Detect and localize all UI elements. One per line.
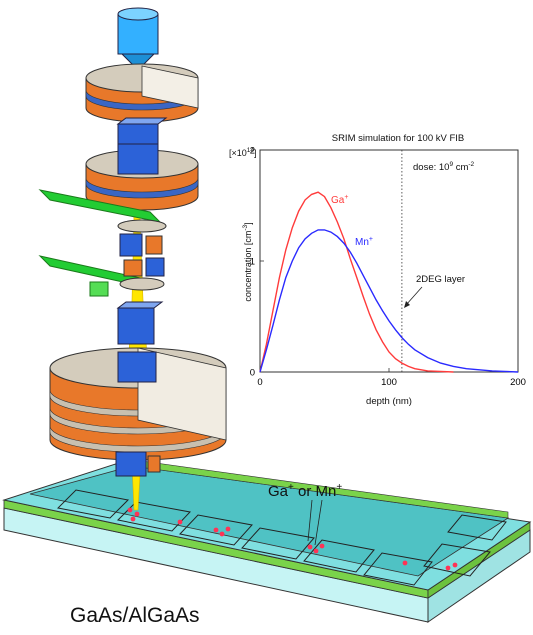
ion-pointer-line	[314, 499, 323, 546]
mass-filter-block	[123, 259, 143, 277]
second-lens-band	[85, 177, 199, 199]
final-lens-block	[147, 455, 161, 473]
y-tick-label: 1	[250, 257, 255, 268]
condenser-lens-cutout	[141, 65, 199, 109]
mn-series-label: Mn+	[355, 236, 373, 248]
mass-filter-disc-lower	[119, 277, 165, 291]
device-window	[363, 552, 433, 586]
y-axis-label-sup: -3	[242, 224, 249, 230]
implant-dot	[134, 511, 140, 517]
device-window	[241, 527, 315, 560]
second-lens	[85, 143, 199, 211]
fib-column	[38, 7, 227, 511]
second-lens-deflector	[117, 143, 159, 175]
ion-source	[117, 7, 159, 71]
device-window	[56, 489, 130, 519]
ion-source-tip	[120, 53, 156, 71]
scan-deflector-top	[116, 301, 164, 309]
device-window	[423, 543, 491, 577]
ion-label-or-mn: or Mn	[294, 483, 337, 500]
objective-lens	[49, 347, 227, 461]
implant-dots	[127, 507, 458, 571]
implant-dot	[127, 507, 133, 513]
2deg-layer-label: 2DEG layer	[416, 274, 465, 285]
mass-filter-disc-upper	[117, 219, 167, 233]
implant-dot	[225, 526, 231, 532]
implant-dot	[445, 565, 451, 571]
implant-dot	[452, 562, 458, 568]
mass-filter-block	[119, 233, 143, 257]
ion-label-ga-charge: +	[288, 482, 294, 493]
ga-series-label: Ga+	[331, 194, 348, 206]
x-tick-label: 200	[510, 377, 526, 388]
y-multiplier-exp: 14	[247, 147, 255, 154]
y-multiplier: [×1014]	[229, 147, 257, 158]
ion-label-ga: Ga	[268, 483, 289, 500]
dose-annotation: dose: 109 cm-2	[413, 161, 475, 173]
ion-pointer-line	[307, 499, 313, 542]
implant-dot	[177, 519, 183, 525]
implant-dot	[307, 544, 313, 550]
mn-series-charge: +	[369, 236, 373, 243]
wafer	[2, 459, 532, 623]
objective-lens-cutout	[137, 347, 227, 441]
chart-plot-area	[259, 149, 519, 373]
ga-series-name: Ga	[331, 195, 345, 206]
dose-exp: 9	[449, 161, 453, 168]
ga-series-charge: +	[344, 194, 348, 201]
2deg-layer-arrow-head	[404, 301, 410, 308]
y-multiplier-prefix: [×10	[229, 148, 247, 158]
chart-ticks: 0 100 200 0 1 2	[250, 146, 526, 389]
x-tick-label: 100	[381, 377, 397, 388]
y-axis-label-main: concentration [cm	[243, 231, 253, 302]
mn-series-line	[259, 229, 519, 373]
mass-filter-block	[145, 257, 165, 277]
device-window	[179, 514, 253, 546]
y-multiplier-suffix: ]	[254, 148, 257, 158]
y-tick-label: 0	[250, 368, 255, 379]
condenser-lens	[85, 63, 199, 123]
device-window	[447, 514, 507, 541]
dose-unit-exp: -2	[468, 161, 474, 168]
x-axis-label: depth (nm)	[366, 396, 412, 407]
device-windows	[56, 489, 507, 586]
y-tick-label: 2	[250, 146, 255, 157]
implant-dot	[402, 560, 408, 566]
mass-filter-block	[145, 235, 163, 255]
implant-dot	[319, 543, 325, 549]
dose-unit: cm	[453, 162, 468, 173]
ion-species-label: Ga+ or Mn+	[268, 482, 342, 500]
y-axis-label: concentration [cm-3]	[242, 222, 253, 301]
ga-series-line	[259, 191, 454, 373]
srim-chart: 0 100 200 0 1 2 SRIM simulation for 100 kV FI…	[229, 133, 526, 407]
ion-source-top	[117, 7, 159, 21]
x-tick-label: 0	[257, 377, 262, 388]
final-lens	[115, 451, 161, 477]
aperture-holder	[89, 281, 109, 297]
implant-dot	[213, 527, 219, 533]
implant-dot	[130, 516, 136, 522]
y-axis-label-end: ]	[243, 222, 253, 225]
scan-deflector-block	[117, 307, 155, 345]
device-window	[303, 539, 375, 573]
deflector-block-top	[116, 117, 168, 125]
mass-filter	[117, 219, 167, 291]
ion-label-mn-charge: +	[336, 482, 342, 493]
implant-dot	[219, 531, 225, 537]
substrate-label: GaAs/AlGaAs	[70, 604, 200, 627]
final-lens-block	[115, 451, 147, 477]
aperture-strips	[38, 189, 162, 297]
scan-deflector	[116, 301, 164, 345]
implant-dot	[313, 548, 319, 554]
chart-title: SRIM simulation for 100 kV FIB	[332, 133, 465, 144]
mn-series-name: Mn	[355, 237, 369, 248]
dose-prefix: dose: 10	[413, 162, 449, 173]
ion-pointer-lines	[307, 499, 323, 546]
2deg-layer-arrow	[405, 286, 423, 306]
objective-lens-electrode	[117, 351, 157, 383]
